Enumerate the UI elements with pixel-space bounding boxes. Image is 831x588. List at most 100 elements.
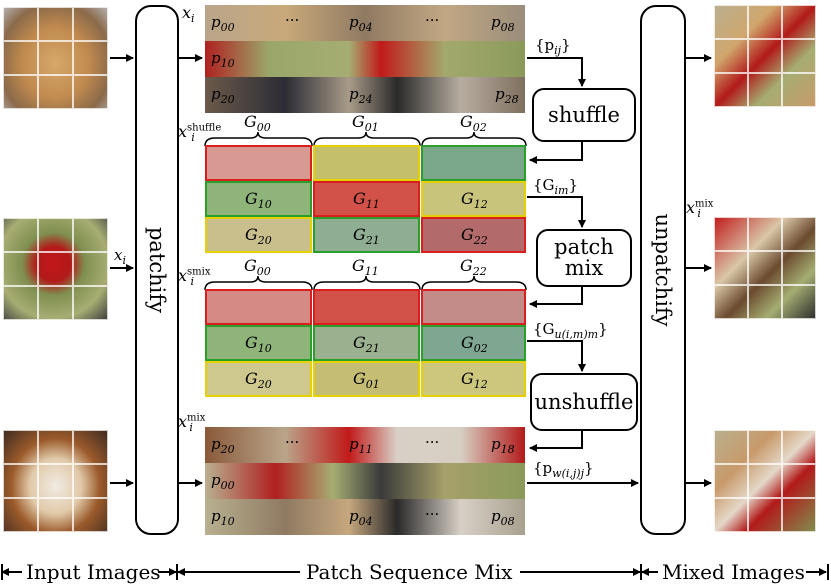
- group-header: G02: [460, 112, 487, 135]
- input-image-chihuahua: [3, 430, 108, 532]
- group-label: G20: [245, 225, 272, 248]
- group-smix-G01: G01: [313, 361, 420, 397]
- output-image-3: [714, 430, 816, 532]
- group-G20: G20: [205, 217, 312, 253]
- group-header: G11: [352, 256, 379, 279]
- seq-label-shuffle: xshufflei: [178, 122, 222, 145]
- group-label: G11: [353, 189, 380, 212]
- group-G00: [205, 145, 312, 181]
- group-header: G01: [352, 112, 379, 135]
- patch-label: p00: [211, 13, 235, 34]
- brace-smix-22: [421, 275, 527, 291]
- patch-label: p20: [211, 85, 235, 106]
- seq-mix-row2: p10 p04 ··· p08: [205, 499, 525, 535]
- brace-smix-00: [204, 275, 313, 291]
- group-G22: G22: [421, 217, 526, 253]
- ellipsis: ···: [285, 11, 300, 29]
- group-smix-G02: G02: [421, 325, 526, 361]
- unpatchify-block: unpatchify: [640, 5, 686, 535]
- edge-label-pw: {pw(i,j)j}: [533, 459, 594, 480]
- edge-label-gim: {Gim}: [533, 176, 579, 197]
- seq-label-out-mix: xmixi: [686, 198, 714, 221]
- brace-smix-11: [313, 275, 421, 291]
- patch-label: p28: [495, 85, 519, 106]
- patch-label: p18: [491, 435, 515, 456]
- output-image-1: [714, 5, 816, 107]
- group-header: G22: [460, 256, 487, 279]
- group-G12: G12: [421, 181, 526, 217]
- patch-label: p04: [349, 13, 373, 34]
- patch-label: p10: [211, 507, 235, 528]
- group-label: G02: [461, 333, 488, 356]
- unpatchify-label: unpatchify: [651, 213, 675, 327]
- arrow-to-unshuffle: [527, 340, 586, 372]
- group-G10: G10: [205, 181, 312, 217]
- group-G21: G21: [313, 217, 420, 253]
- section-mixed-images: Mixed Images: [662, 560, 805, 584]
- group-label: G21: [353, 333, 380, 356]
- shuffle-op: shuffle: [532, 88, 636, 142]
- group-label: G22: [461, 225, 488, 248]
- group-G11: G11: [313, 181, 420, 217]
- patch-label: p10: [211, 49, 235, 70]
- section-input-images: Input Images: [26, 560, 161, 584]
- arrow-unshuffle-out: [529, 428, 583, 452]
- group-label: G20: [245, 369, 272, 392]
- patch-label: p08: [491, 13, 515, 34]
- group-label: G01: [353, 369, 380, 392]
- seq-label-smix: xsmixi: [178, 266, 211, 289]
- patchify-block: patchify: [135, 5, 179, 535]
- patch-label: p20: [211, 435, 235, 456]
- patch-label: p00: [211, 471, 235, 492]
- group-label: G21: [353, 225, 380, 248]
- group-smix-G22: [421, 289, 526, 325]
- seq-mix-row1: p00: [205, 463, 525, 499]
- edge-label-gu: {Gu(i,m)m}: [533, 320, 608, 341]
- group-label: G12: [461, 369, 488, 392]
- group-smix-G11: [313, 289, 420, 325]
- seq-xi-row1: p10: [205, 41, 525, 77]
- arrow-patchmix-out: [529, 284, 583, 308]
- patch-label: p04: [349, 507, 373, 528]
- group-label: G10: [245, 333, 272, 356]
- group-label: G12: [461, 189, 488, 212]
- brace-shuffle-02: [421, 131, 527, 147]
- seq-label-mix: xmixi: [178, 412, 206, 435]
- brace-shuffle-00: [204, 131, 313, 147]
- seq-xi-row2: p20 p24 p28: [205, 77, 525, 113]
- group-label: G10: [245, 189, 272, 212]
- group-smix-G00: [205, 289, 312, 325]
- ellipsis: ···: [425, 433, 440, 451]
- edge-label-pij: {pij}: [535, 36, 571, 57]
- group-smix-G20: G20: [205, 361, 312, 397]
- arrow-to-patchmix: [527, 196, 586, 228]
- group-G02: [421, 145, 526, 181]
- seq-label-xi: xi: [182, 3, 195, 26]
- patch-label: p24: [349, 85, 373, 106]
- arrow-shuffle-out: [529, 140, 583, 164]
- seq-mix-row0: p20 ··· p11 ··· p18: [205, 427, 525, 463]
- section-patch-sequence-mix: Patch Sequence Mix: [306, 560, 513, 584]
- group-smix-G12: G12: [421, 361, 526, 397]
- group-smix-G10: G10: [205, 325, 312, 361]
- group-G01: [313, 145, 420, 181]
- group-header: G00: [244, 256, 271, 279]
- group-smix-G21: G21: [313, 325, 420, 361]
- ellipsis: ···: [285, 433, 300, 451]
- brace-shuffle-01: [313, 131, 421, 147]
- seq-xi-row0: p00 ··· p04 ··· p08: [205, 5, 525, 41]
- ellipsis: ···: [425, 11, 440, 29]
- patchify-label: patchify: [145, 226, 169, 314]
- output-image-2: [714, 217, 816, 319]
- arrow-to-shuffle: [527, 57, 586, 87]
- input-image-dog: [3, 7, 108, 109]
- group-header: G00: [244, 112, 271, 135]
- patch-mix-op: patch mix: [536, 229, 632, 287]
- input-label-xi: xi: [114, 246, 126, 267]
- patch-label: p08: [491, 507, 515, 528]
- ellipsis: ···: [425, 505, 440, 523]
- patch-label: p11: [349, 435, 373, 456]
- unshuffle-op: unshuffle: [530, 373, 638, 431]
- input-image-cardinal: [3, 218, 108, 320]
